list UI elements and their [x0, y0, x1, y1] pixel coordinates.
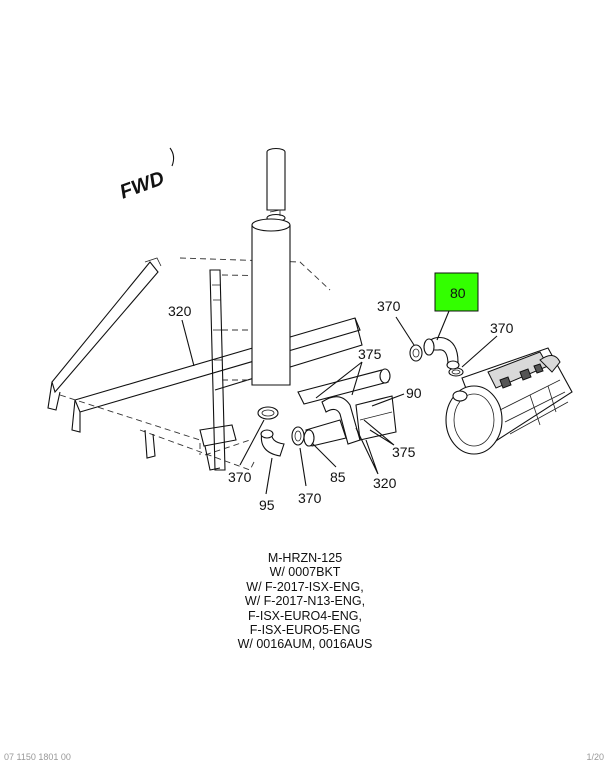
callout-370-bottom: 370 [298, 490, 322, 506]
tube-375 [297, 368, 391, 445]
note-line: F-ISX-EURO5-ENG [249, 623, 361, 638]
footer-page: 1/20 [586, 752, 604, 762]
callout-80: 80 [450, 285, 466, 301]
pipe-85 [303, 419, 347, 447]
applicability-notes: M-HRZN-125 W/ 0007BKT W/ F-2017-ISX-ENG,… [205, 551, 405, 652]
callout-80-highlight [434, 272, 479, 312]
elbow-80 [423, 336, 460, 370]
aftertreatment-canister [445, 347, 573, 455]
callout-370-right: 370 [490, 320, 514, 336]
callout-90: 90 [406, 385, 422, 401]
note-line: W/ 0007BKT [269, 565, 341, 580]
note-line: F-ISX-EURO4-ENG, [248, 608, 362, 623]
callout-375-right: 375 [392, 444, 416, 460]
callout-320-bottom: 320 [373, 475, 397, 491]
footer-code: 07 1150 1801 00 [4, 752, 71, 762]
clamp-370-stack [257, 406, 279, 420]
stack-pipe [251, 147, 291, 386]
elbow-95 [260, 429, 285, 457]
leader-lines [181, 310, 498, 495]
clamp-370-mid [291, 426, 305, 446]
note-line: W/ F-2017-ISX-ENG, [246, 579, 364, 594]
note-line: M-HRZN-125 [267, 551, 343, 565]
fwd-label: FWD [117, 167, 167, 203]
note-line: W/ 0016AUM, 0016AUS [237, 637, 373, 652]
bracket-90 [355, 395, 397, 441]
callout-370-left: 370 [228, 469, 252, 485]
callout-370-top: 370 [377, 298, 401, 314]
callout-85: 85 [330, 469, 346, 485]
clamp-370-top [409, 344, 423, 362]
callout-320-left: 320 [168, 303, 192, 319]
callout-375-top: 375 [358, 346, 382, 362]
callout-95: 95 [259, 497, 275, 513]
callout-labels: 80 370 370 320 375 90 375 370 85 320 95 … [168, 285, 514, 513]
note-line: W/ F-2017-N13-ENG, [244, 594, 366, 609]
fwd-indicator: FWD [117, 147, 175, 204]
fwd-arrow-icon [169, 147, 175, 167]
